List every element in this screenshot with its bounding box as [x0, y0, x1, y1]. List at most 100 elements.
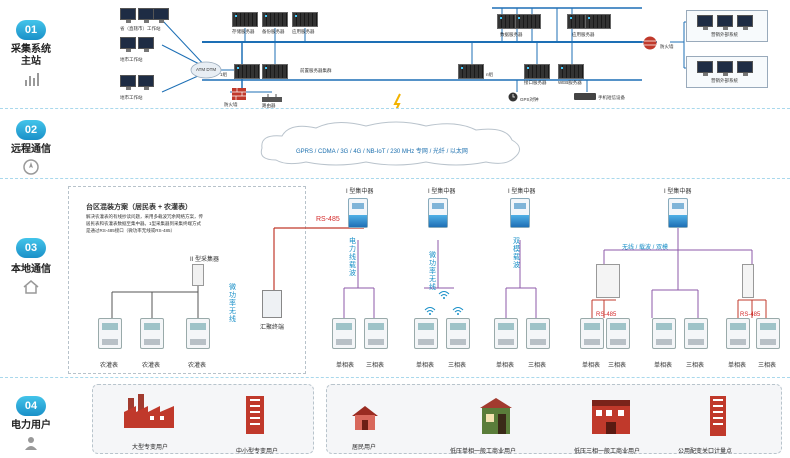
meter-label: 单相表	[654, 363, 673, 369]
meter-icon	[140, 318, 164, 349]
compass-icon	[23, 159, 39, 175]
building-icon	[246, 396, 264, 434]
workstation-icon	[697, 15, 713, 30]
section-title-master: 采集系统 主站	[0, 44, 62, 68]
meter-label: 单相表	[336, 363, 355, 369]
user-label: 低压单相一般工商业用户	[450, 449, 517, 455]
concentrator-label: I 型集中器	[508, 189, 536, 195]
factory-icon	[124, 394, 174, 428]
user-label: 中小型专变用户	[236, 449, 279, 455]
meter-icon	[494, 318, 518, 349]
section-badge-02: 02	[16, 120, 46, 140]
concentrator-icon	[428, 198, 448, 228]
concentrator-icon	[510, 198, 530, 228]
meter-label: 三相表	[608, 363, 627, 369]
aggregator-terminal-icon	[262, 290, 282, 318]
group-label-1: 1组	[220, 72, 228, 77]
server-label: WEB服务器	[558, 80, 582, 85]
collector-label: II 型采集器	[190, 257, 220, 263]
client-label-city: 地市工作站	[120, 57, 143, 62]
app-server-icon	[585, 14, 611, 29]
local-network-lines	[111, 227, 767, 318]
sms-label: 手机短信设备	[598, 95, 625, 100]
lowvoltage-users-box	[326, 384, 782, 454]
meter-label: 单相表	[728, 363, 747, 369]
firewall-icon	[643, 36, 657, 50]
front-server-icon	[458, 64, 484, 79]
workstation-icon	[737, 15, 753, 30]
workstation-icon	[138, 37, 154, 52]
firewall-label-right: 防火墙	[660, 44, 674, 49]
scheme-desc: 是通过RS-485接口（微功率无线或RS-485）	[86, 228, 176, 233]
external-system-label: 营销外部系统	[711, 78, 738, 83]
master-network-lines	[161, 7, 692, 108]
section-divider	[0, 108, 790, 109]
external-system-box: 营销外部系统	[686, 10, 768, 42]
wireless-label: 微功率无线	[229, 284, 236, 323]
user-label: 公用配变关口计量点	[678, 449, 733, 455]
concentrator-icon	[348, 198, 368, 228]
atm-label: ATM DTM	[196, 67, 217, 72]
wifi-icon	[424, 307, 436, 315]
workstation-icon	[120, 8, 136, 23]
workstation-icon	[717, 61, 733, 76]
channel-mix-label: 无线 / 载波 / 双模	[622, 245, 669, 251]
tower-icon	[710, 396, 726, 436]
meter-label: 三相表	[686, 363, 705, 369]
meter-icon	[526, 318, 550, 349]
gps-label: GPS对钟	[520, 97, 539, 102]
type2-collector-icon	[192, 264, 204, 286]
meter-icon	[332, 318, 356, 349]
store-icon	[592, 400, 630, 434]
user-label: 低压三相一般工商业用户	[574, 449, 641, 455]
section-badge-03: 03	[16, 238, 46, 258]
users-icon	[25, 437, 37, 450]
server-label: 应用服务器	[292, 29, 315, 34]
workstation-icon	[138, 75, 154, 90]
rs485-label: RS-485	[596, 312, 617, 318]
meter-icon	[414, 318, 438, 349]
server-label: 数据服务器	[500, 32, 523, 37]
scheme-title: 台区混装方案（居民表 + 农灌表）	[86, 204, 192, 211]
rs485-label: RS-485	[316, 216, 340, 223]
network-cloud-icon	[260, 121, 520, 166]
front-server-icon	[262, 64, 288, 79]
aggregator-label: 汇聚终端	[260, 325, 285, 331]
section-title-users: 电力用户	[11, 420, 51, 431]
firewall-label: 防火墙	[224, 102, 238, 107]
web-server-icon	[558, 64, 584, 79]
meter-label: 三相表	[448, 363, 467, 369]
router-icon	[262, 94, 282, 102]
client-label-city: 地市工作站	[120, 95, 143, 100]
farm-meter-label: 农灌表	[188, 363, 207, 369]
user-label: 居民用户	[352, 445, 377, 451]
concentrator-label: I 型集中器	[664, 189, 692, 195]
shop-icon	[480, 398, 512, 434]
meter-label: 单相表	[582, 363, 601, 369]
farm-meter-label: 农灌表	[100, 363, 119, 369]
section-title-local: 本地通信	[11, 264, 51, 275]
section-title-remote: 远程通信	[11, 144, 51, 155]
group-label-n: n组	[486, 72, 494, 77]
meter-icon	[756, 318, 780, 349]
meter-icon	[684, 318, 708, 349]
section-divider	[0, 377, 790, 378]
wifi-icon	[452, 307, 464, 315]
meter-icon	[580, 318, 604, 349]
workstation-icon	[153, 8, 169, 23]
app-server-icon	[292, 12, 318, 27]
meter-icon	[186, 318, 210, 349]
workstation-icon	[737, 61, 753, 76]
workstation-icon	[120, 37, 136, 52]
collector-icon	[596, 264, 620, 298]
meter-icon	[364, 318, 388, 349]
external-system-box: 营销外部系统	[686, 56, 768, 88]
concentrator-label: I 型集中器	[428, 189, 456, 195]
scheme-desc: 居民表和农灌表数据至集中器。1型采集器到采集终端方式	[86, 221, 202, 226]
interface-server-icon	[524, 64, 550, 79]
remote-channels-text: GPRS / CDMA / 3G / 4G / NB-IoT / 230 MHz…	[296, 149, 468, 155]
channel-plc-label: 电力线载波	[349, 238, 356, 277]
firewall-icon	[232, 88, 246, 100]
front-server-icon	[234, 64, 260, 79]
channel-micro-label: 微功率无线	[429, 252, 436, 291]
